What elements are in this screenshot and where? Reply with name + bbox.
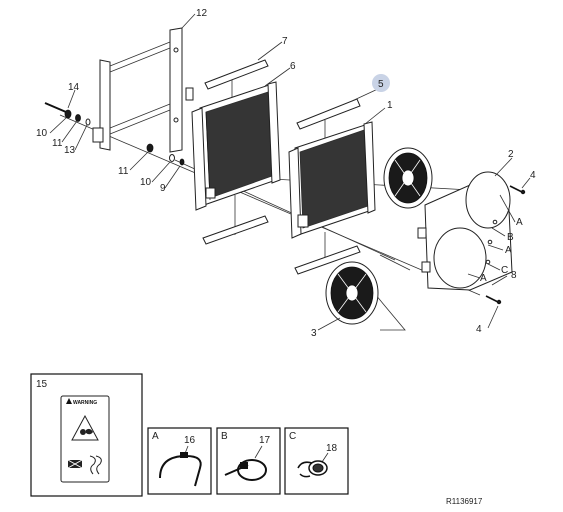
inset-a-cable-tie: A 16 xyxy=(147,427,212,495)
screw-part-4-lower xyxy=(485,295,502,305)
callout-18: 18 xyxy=(326,443,338,454)
callout-15: 15 xyxy=(36,379,48,390)
fan-part-3 xyxy=(325,261,379,325)
inset-b-cable-tie: B 17 xyxy=(216,427,281,495)
callout-10-left: 10 xyxy=(36,128,48,139)
callout-11-left: 11 xyxy=(52,138,63,149)
callout-10-right: 10 xyxy=(140,177,152,188)
fan-shroud-part-2 xyxy=(417,171,513,291)
figure-id: R1136917 xyxy=(446,497,483,506)
leader-lines xyxy=(49,13,531,331)
callout-4-lower: 4 xyxy=(476,324,482,335)
callout-5-highlight xyxy=(372,74,390,92)
inset-b-label: B xyxy=(221,431,228,442)
callout-9: 9 xyxy=(160,183,166,194)
rubber-strip-lower-1 xyxy=(294,245,361,275)
callout-2: 2 xyxy=(508,149,514,160)
callout-5: 5 xyxy=(378,79,384,90)
inset-15-warning-decal: 15 WARNING xyxy=(30,373,143,497)
letter-a-3: A xyxy=(480,273,487,284)
rubber-strip-part-5 xyxy=(296,98,361,130)
callout-6: 6 xyxy=(290,61,296,72)
inset-c-label: C xyxy=(289,431,296,442)
inset-a-label: A xyxy=(152,431,159,442)
radiator-core-part-1 xyxy=(288,121,376,239)
callout-labels: 12 7 6 5 1 2 4 4 8 3 14 10 11 13 11 10 9 xyxy=(36,8,536,339)
callout-7: 7 xyxy=(282,36,288,47)
callout-12: 12 xyxy=(196,8,208,19)
bracket-frame-part-12 xyxy=(92,27,194,153)
callout-1: 1 xyxy=(387,100,393,111)
letter-b-1: B xyxy=(507,232,514,243)
letter-c-1: C xyxy=(501,265,508,276)
callout-4-upper: 4 xyxy=(530,170,536,181)
callout-11-right: 11 xyxy=(118,166,129,177)
radiator-core-part-6 xyxy=(191,81,281,211)
letter-a-2: A xyxy=(505,245,512,256)
callout-3: 3 xyxy=(311,328,317,339)
callout-17: 17 xyxy=(259,435,271,446)
hardware-right xyxy=(146,143,185,166)
callout-13: 13 xyxy=(64,145,76,156)
connector-letters: A B A C A xyxy=(480,217,523,284)
fan-upper xyxy=(383,147,433,209)
screw-part-4-upper xyxy=(509,185,526,195)
callout-14: 14 xyxy=(68,82,80,93)
bolt-assembly-left xyxy=(44,102,91,126)
letter-a-1: A xyxy=(516,217,523,228)
rubber-strip-lower-6 xyxy=(202,215,269,245)
callout-16: 16 xyxy=(184,435,196,446)
warning-label-text: WARNING xyxy=(73,400,97,406)
rubber-strip-part-7 xyxy=(204,59,269,90)
callout-8: 8 xyxy=(511,270,517,281)
inset-c-clamp: C 18 xyxy=(284,427,349,495)
